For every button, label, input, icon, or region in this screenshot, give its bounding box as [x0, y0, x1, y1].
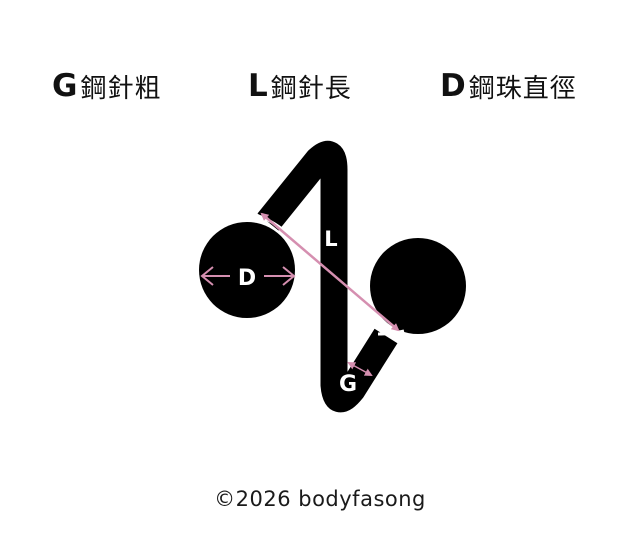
- legend-label: 鋼針長: [270, 73, 352, 104]
- legend-gauge: G 鋼針粗: [52, 66, 161, 106]
- gauge-label: G: [339, 372, 357, 397]
- copyright-text: ©2026 bodyfasong: [214, 487, 426, 511]
- diameter-label: D: [238, 266, 256, 291]
- legend-letter: G: [52, 68, 77, 104]
- legend-label: 鋼針粗: [80, 73, 162, 104]
- legend-label: 鋼珠直徑: [468, 73, 577, 104]
- legend-length: L 鋼針長: [248, 66, 352, 106]
- legend-letter: L: [248, 68, 268, 104]
- length-label: L: [324, 227, 337, 251]
- legend-letter: D: [440, 68, 466, 104]
- legend-diameter: D 鋼珠直徑: [440, 66, 577, 106]
- gauge-arrow: [347, 362, 373, 376]
- length-arrow: [260, 212, 400, 332]
